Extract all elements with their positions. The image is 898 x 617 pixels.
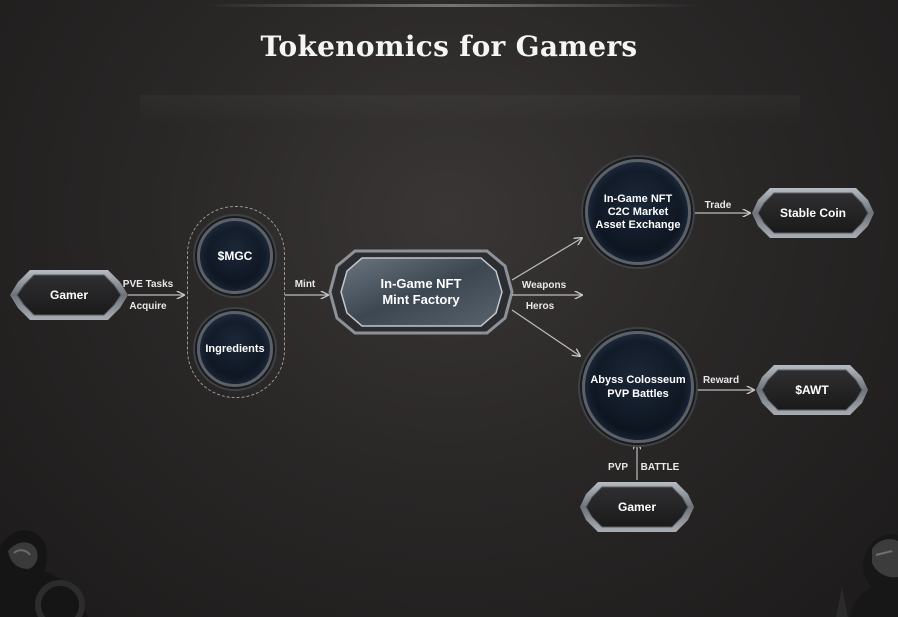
exchange-label-line3: Asset Exchange [595,218,681,231]
edge-label-trade: Trade [704,200,732,211]
gamer-left-label: Gamer [49,288,89,302]
gamer-left-frame [10,270,128,320]
mgc-token-node: $MGC [197,218,273,294]
mgc-label: $MGC [217,249,253,263]
edge-label-acquire: Acquire [129,301,167,312]
gamer-bottom-frame [580,482,694,532]
edge-label-pve-tasks: PVE Tasks [122,279,174,290]
edge-label-battle: BATTLE [640,462,680,473]
stable-coin-label: Stable Coin [779,206,846,220]
warrior-right-decoration [836,533,898,617]
awt-label: $AWT [795,383,829,397]
ingredients-node: Ingredients [197,311,273,387]
warrior-left-decoration [0,530,88,617]
colosseum-label-line1: Abyss Colosseum [590,374,686,386]
edge-label-pvp: PVP [607,462,628,473]
title-backdrop [140,95,800,125]
page-title: Tokenomics for Gamers [260,30,638,63]
abyss-colosseum-node: Abyss Colosseum PVP Battles [582,331,694,443]
edge-label-mint: Mint [294,279,316,290]
mint-factory-line2: Mint Factory [382,292,460,307]
exchange-label-line2: C2C Market [607,205,669,218]
mint-factory-line1: In-Game NFT [380,276,462,291]
arrow-mint-to-colosseum [511,309,580,356]
awt-frame [756,365,868,415]
top-highlight-line [200,4,700,7]
edge-label-reward: Reward [702,375,740,386]
edge-label-heros: Heros [525,301,555,312]
colosseum-label-line2: PVP Battles [607,388,669,400]
resource-group-outline [187,206,285,398]
gamer-bottom-label: Gamer [617,500,657,514]
ingredients-label: Ingredients [205,343,265,355]
nft-exchange-node: In-Game NFT C2C Market Asset Exchange [585,159,691,265]
stable-coin-frame [752,188,874,238]
edge-label-weapons: Weapons [521,280,567,291]
arrow-mint-to-exchange [511,238,582,281]
exchange-label-line1: In-Game NFT [603,192,673,205]
mint-factory-frame [328,249,514,335]
mint-factory-label: In-Game NFT Mint Factory [340,270,502,314]
